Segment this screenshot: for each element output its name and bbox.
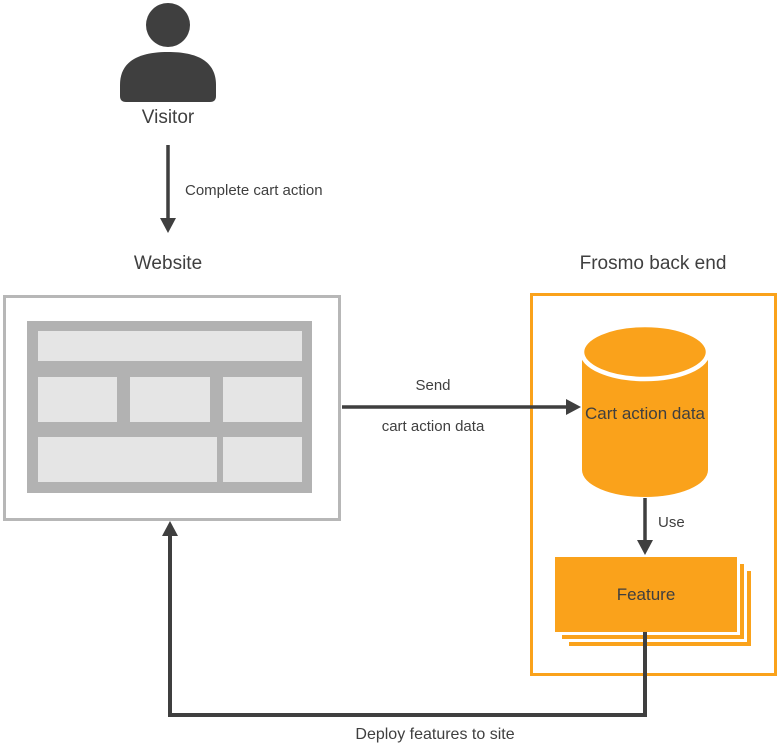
deploy-label: Deploy features to site xyxy=(355,726,515,743)
visitor-label: Visitor xyxy=(141,107,195,128)
frosmo-backend-box xyxy=(530,293,777,676)
send-label-line2: cart action data xyxy=(381,418,485,435)
complete-cart-action-label: Complete cart action xyxy=(185,182,323,199)
webpage-wireframe-icon xyxy=(27,321,312,493)
use-label: Use xyxy=(658,514,685,531)
send-label-line1: Send xyxy=(415,377,451,394)
wireframe-header-block xyxy=(38,331,302,361)
wireframe-block xyxy=(38,437,217,482)
frosmo-backend-label: Frosmo back end xyxy=(579,253,727,274)
wireframe-block xyxy=(130,377,210,422)
complete-cart-action-arrow xyxy=(160,145,176,233)
wireframe-block xyxy=(223,437,302,482)
website-label: Website xyxy=(133,253,203,274)
feature-card: Feature xyxy=(552,554,740,635)
wireframe-block xyxy=(38,377,117,422)
database-label: Cart action data xyxy=(584,404,705,423)
feature-label: Feature xyxy=(616,584,676,604)
person-icon xyxy=(120,3,216,102)
wireframe-block xyxy=(223,377,302,422)
